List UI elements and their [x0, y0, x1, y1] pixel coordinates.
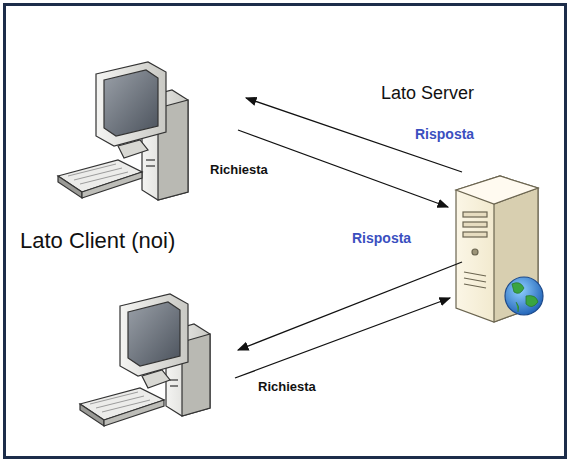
response-label: Risposta	[415, 126, 474, 142]
request-arrow	[235, 298, 450, 378]
request-label: Richiesta	[258, 380, 316, 395]
client-computer	[58, 62, 188, 200]
response-label: Risposta	[352, 230, 411, 246]
side-title: Lato Server	[381, 83, 474, 104]
server-computer	[456, 176, 543, 322]
request-label: Richiesta	[210, 163, 268, 178]
side-title: Lato Client (noi)	[20, 228, 175, 253]
client-computer	[80, 294, 210, 426]
